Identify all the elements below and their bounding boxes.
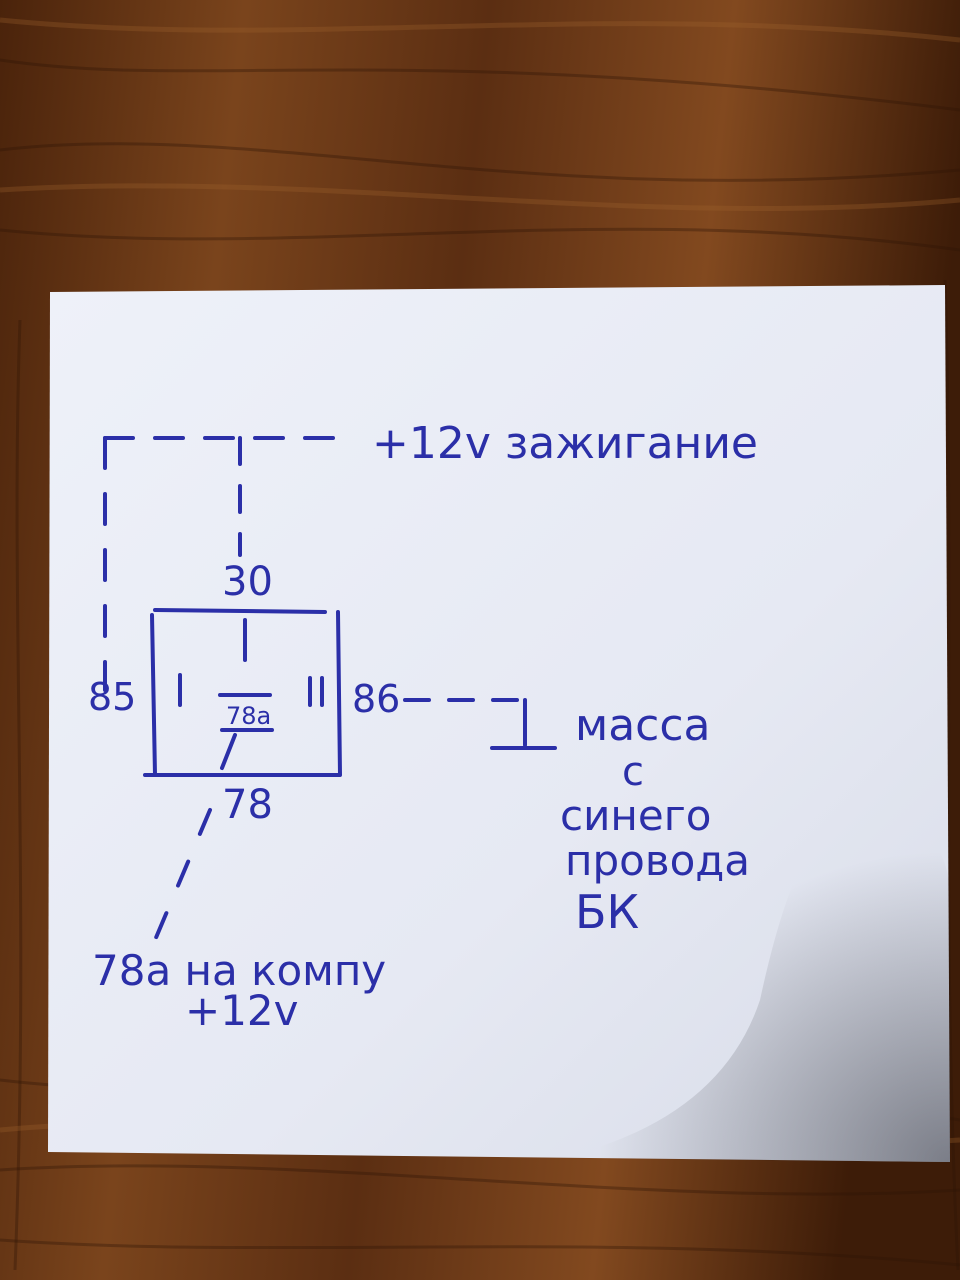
output-line-1: 78a на компу: [92, 946, 386, 995]
output-line-2: +12v: [185, 986, 299, 1035]
pin-78a-inside-label: 78a: [226, 702, 271, 730]
ground-line-3: синего: [560, 791, 711, 840]
wire-78-output: [153, 808, 212, 942]
relay-contact-86: [308, 676, 324, 707]
relay-contact-78a: [218, 693, 274, 732]
wiring-diagram: [103, 436, 557, 942]
pin-85-label: 85: [88, 675, 136, 719]
relay-box: [143, 608, 342, 777]
pin-30-label: 30: [222, 559, 273, 605]
ground-symbol: [490, 698, 557, 750]
relay-contact-78: [220, 733, 237, 770]
ground-line-4: провода: [565, 836, 750, 885]
ground-line-2: с: [622, 749, 644, 795]
ground-line-5: БК: [575, 885, 639, 939]
ground-line-1: масса: [575, 700, 711, 751]
paper-shadow: [560, 816, 950, 1162]
output-note: 78a на компу +12v: [92, 946, 386, 1035]
pin-86-label: 86: [352, 677, 400, 721]
supply-label: +12v зажигание: [372, 418, 758, 469]
ground-note: масса с синего провода БК: [560, 700, 750, 939]
paper-note: [48, 285, 950, 1162]
pin-78-label: 78: [222, 782, 273, 828]
